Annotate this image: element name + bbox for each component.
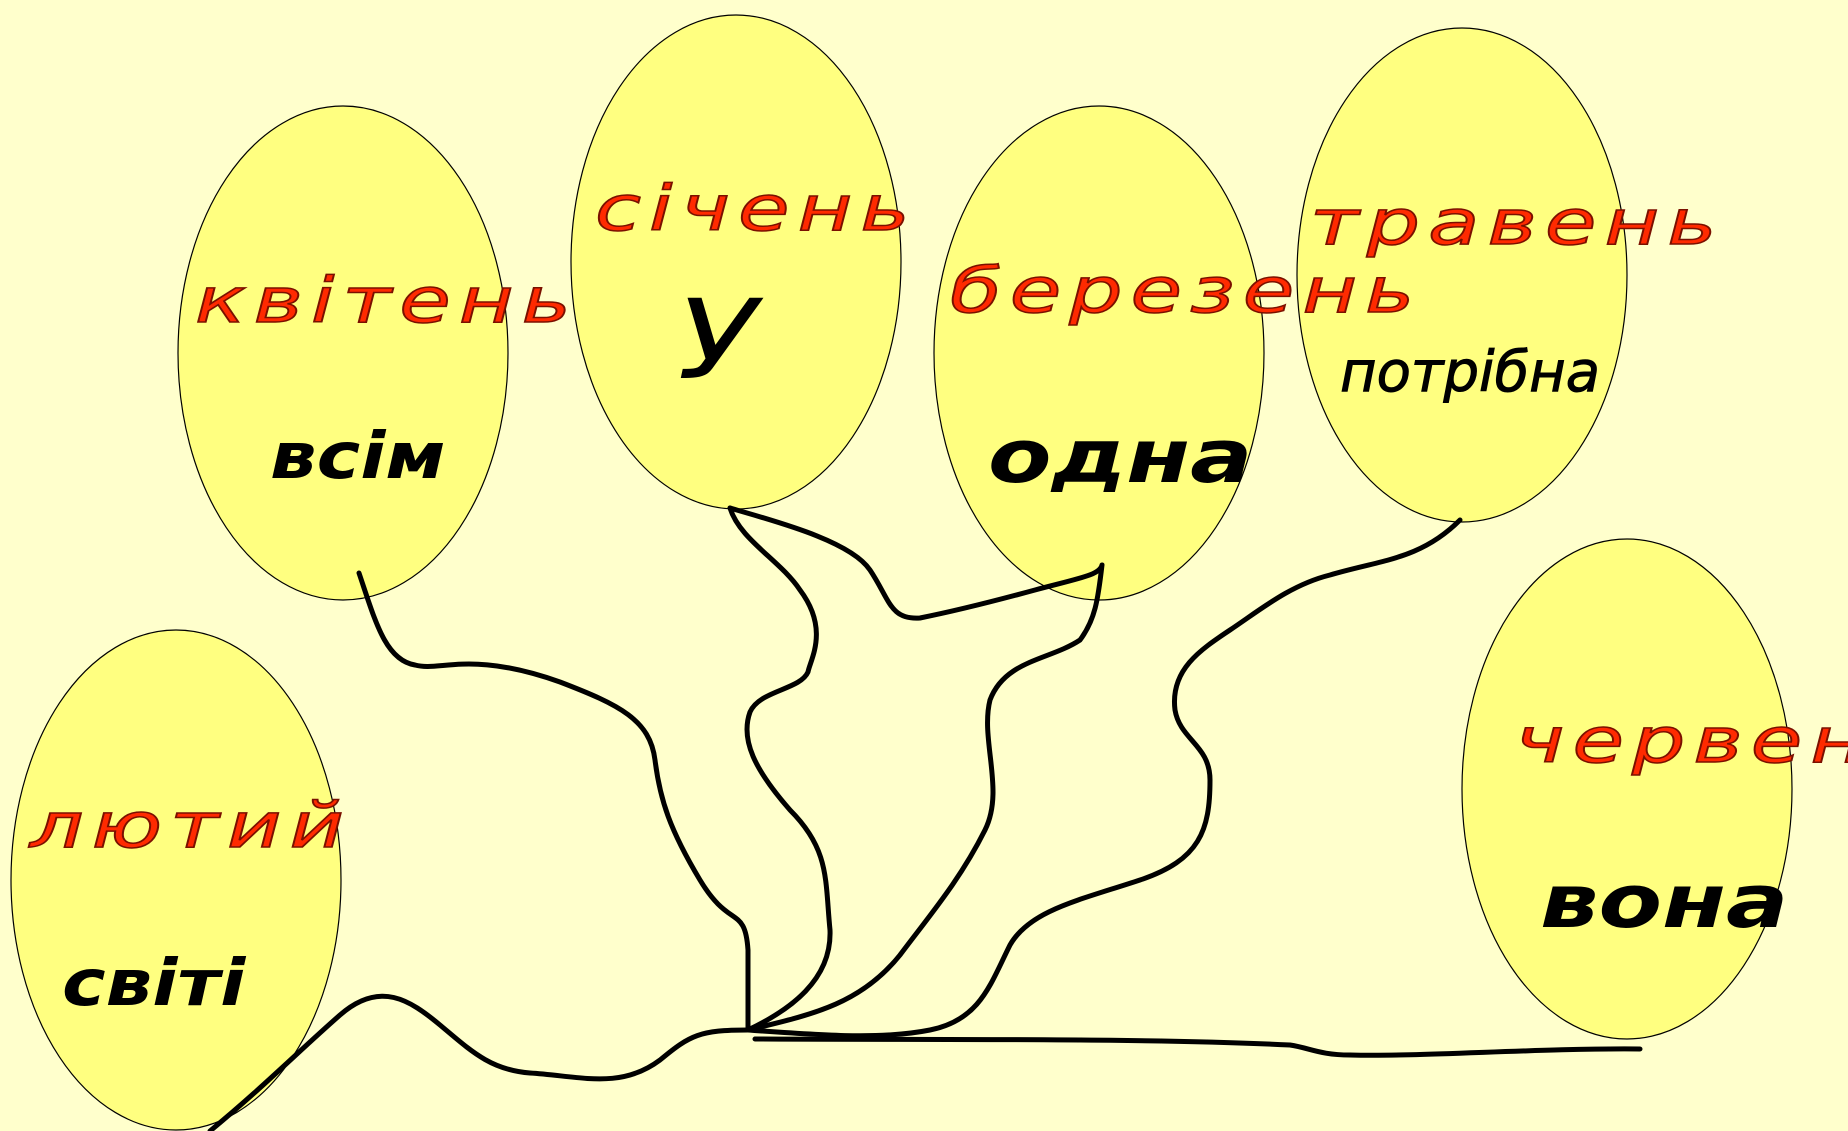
balloon-lyutyi[interactable] [10,629,342,1131]
word-label-berezen: одна [988,414,1253,500]
month-label-berezen: березень [949,254,1423,327]
balloon-cherven[interactable] [1461,538,1793,1040]
balloon-kviten[interactable] [177,105,509,601]
month-label-traven: травень [1309,186,1725,259]
month-label-lyutyi: лютий [29,789,353,862]
string-berezen [727,505,1105,1033]
string-sichen [727,505,833,1033]
string-lyutyi [207,993,751,1131]
month-label-sichen: січень [594,172,918,245]
month-label-cherven: червень [1514,704,1848,777]
balloon-berezen[interactable] [933,105,1265,601]
balloon-sichen[interactable] [570,14,902,510]
string-kviten [356,570,751,1033]
string-traven [745,517,1463,1039]
word-label-cherven: вона [1540,859,1789,945]
ground-line [752,1036,1643,1058]
month-label-kviten: квітень [194,264,580,337]
balloon-traven[interactable] [1296,27,1628,523]
word-label-lyutyi: світі [62,947,246,1021]
word-label-traven: потрібна [1339,340,1601,405]
word-label-kviten: всім [270,420,446,494]
